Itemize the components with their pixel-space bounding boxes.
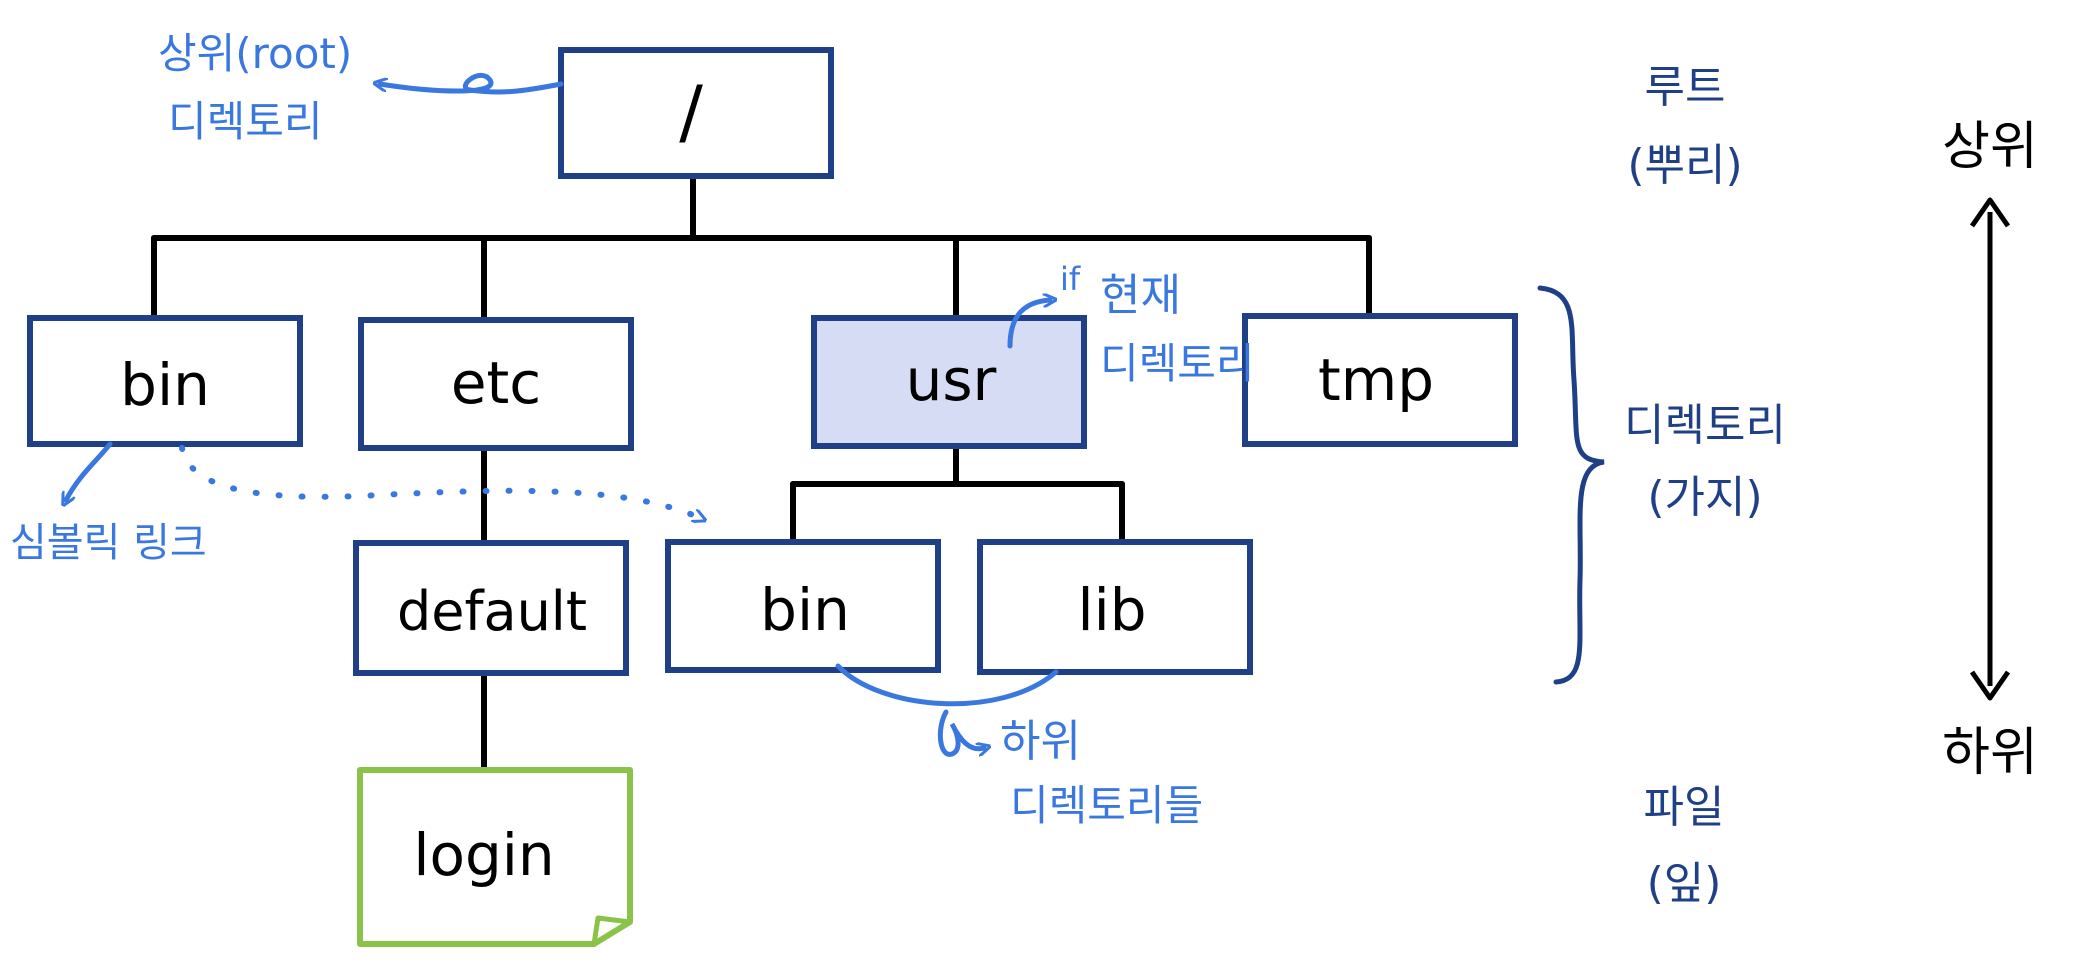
symlink-dotted-path [179,445,700,518]
hierarchy-axis: 상위 하위 [1942,117,2038,783]
node-bin: bin [27,315,303,447]
symlink-label: 심볼릭 링크 [10,520,207,566]
node-tmp: tmp [1242,313,1518,447]
node-lib: lib [977,539,1253,675]
node-etc-label: etc [451,349,541,417]
subdir-annotation: 하위 디렉토리들 [835,663,1203,830]
symlink-arrow [66,441,113,500]
subdir-brace [835,663,1059,707]
node-root-label: / [679,71,703,153]
current-dir-line2: 디렉토리 [1100,339,1255,388]
node-login-file: login [357,767,633,947]
axis-bottom-label: 하위 [1942,723,2038,783]
root-annotation: 상위(root) 디렉토리 [158,29,564,146]
current-dir-arrow [1007,300,1050,349]
tree-connectors [151,173,1372,773]
current-dir-line1: 현재 [1100,270,1181,321]
side-label-root-line2: (뿌리) [1627,140,1742,191]
side-label-file: 파일 (잎) [1644,782,1725,909]
side-label-directory: 디렉토리 (가지) [1624,400,1786,523]
node-usr-bin-label: bin [760,576,850,644]
arrow-up-head [1969,197,2011,228]
node-usr: usr [811,315,1087,449]
current-dir-annotation: if 현재 디렉토리 [1007,260,1255,388]
node-etc: etc [358,317,634,451]
side-label-dir-line1: 디렉토리 [1624,400,1786,451]
side-label-file-line1: 파일 [1644,782,1725,833]
node-login-label: login [413,821,554,889]
node-default-label: default [397,580,587,643]
node-bin-label: bin [120,351,210,419]
root-annotation-arrow [380,72,564,95]
symlink-annotation: 심볼릭 링크 [10,441,700,566]
current-dir-prefix: if [1060,260,1081,298]
node-root: / [558,47,834,179]
root-annotation-line1: 상위(root) [158,29,352,78]
side-label-root: 루트 (뿌리) [1627,62,1742,191]
axis-top-label: 상위 [1942,117,2038,177]
subdir-arrow [937,709,984,754]
root-annotation-line2: 디렉토리 [168,97,323,146]
side-label-root-line1: 루트 [1645,62,1726,113]
node-usr-label: usr [906,346,997,414]
side-label-file-line2: (잎) [1647,858,1722,909]
arrow-down-head [1969,670,2011,701]
side-label-dir-line2: (가지) [1647,472,1762,523]
directory-brace [1537,285,1605,685]
subdir-line2: 디렉토리들 [1010,781,1203,830]
node-default: default [353,540,629,676]
node-tmp-label: tmp [1318,346,1434,414]
node-lib-label: lib [1077,576,1146,644]
subdir-line1: 하위 [1000,716,1081,767]
node-usr-bin: bin [665,539,941,673]
